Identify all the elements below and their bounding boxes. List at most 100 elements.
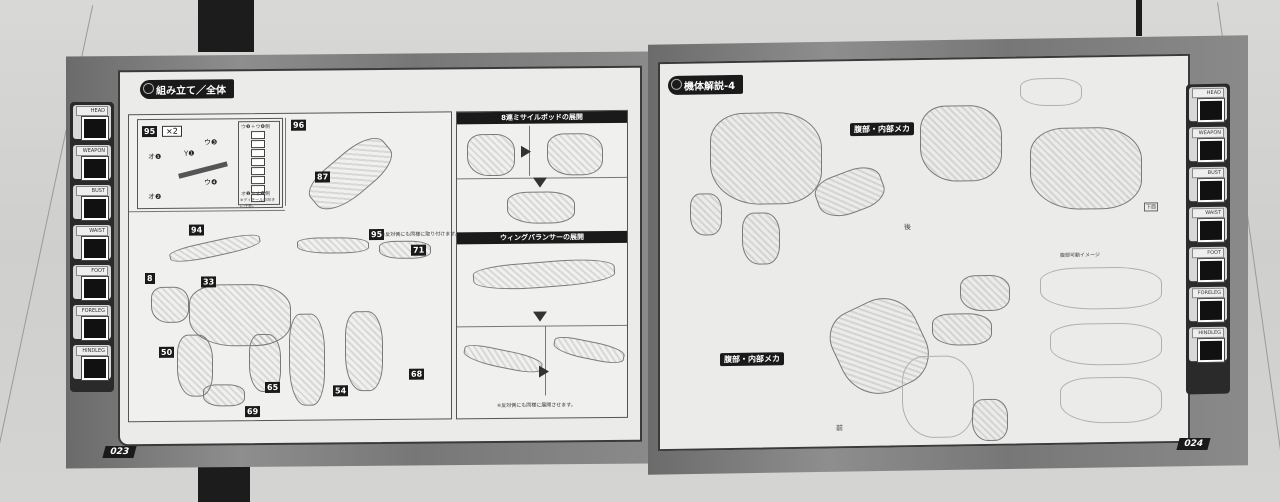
belly-weapon-sketch (203, 384, 245, 407)
part-u4: ウ❹ (204, 178, 218, 187)
part-label-65: 65 (265, 381, 281, 394)
left-page: 組み立て／全体 95 ×2 オ❶ オ❷ Y❶ ウ❸ ウ❹ ウ❸＋ウ❹側 オ❶＋オ… (118, 65, 642, 447)
note-underside: 下面 (1144, 202, 1159, 212)
sidebar-tab-bust[interactable]: BUST (1189, 166, 1227, 204)
part-label-68: 68 (409, 368, 425, 380)
divider (285, 117, 286, 206)
part-label-69: 69 (245, 406, 261, 418)
expansion-panel: 8連ミサイルポッドの展開 ウィングバランサーの展開 ※反対側にも同様に展開させま… (456, 109, 628, 420)
manual-spread: HEAD WEAPON BUST WAIST FOOT FORELEG HIND… (66, 35, 1252, 475)
strip-note: ※ディテールの向きに注意。 (240, 196, 276, 209)
small-unit-sketch (972, 398, 1008, 442)
sidebar-tab-bust[interactable]: BUST (73, 185, 111, 221)
note-motion-image: 腹部可動イメージ (1060, 252, 1100, 259)
tab-label: FOOT (1192, 247, 1224, 259)
tab-label: HEAD (76, 106, 108, 116)
bust-icon (1197, 177, 1225, 204)
motion-sketch-1 (1040, 266, 1162, 311)
part-y1: Y❶ (184, 149, 195, 158)
step-number-95: 95 (142, 125, 158, 138)
torso-sketch (710, 111, 822, 206)
section-title-assembly: 組み立て／全体 (140, 79, 234, 100)
tab-label: FORELEG (76, 306, 108, 316)
part-label-33: 33 (201, 276, 217, 288)
part-sketch-b (742, 212, 780, 265)
missile-pod-title: 8連ミサイルポッドの展開 (457, 110, 627, 125)
tab-label: HINDLEG (76, 346, 108, 356)
caption-abdomen-mech-top: 腹部・内部メカ (850, 122, 914, 137)
strip-header: ウ❸＋ウ❹側 (241, 123, 270, 131)
head-icon (81, 116, 109, 141)
weapon-sketch (168, 230, 262, 267)
head-sketch (151, 286, 189, 323)
wing-after (551, 334, 627, 367)
divider (457, 324, 627, 328)
part-o2: オ❷ (148, 192, 162, 202)
sidebar-tab-weapon[interactable]: WEAPON (1189, 126, 1227, 164)
weapon-icon (1197, 137, 1225, 164)
sidebar-tab-head[interactable]: HEAD (1189, 86, 1227, 124)
tab-label: HINDLEG (1192, 327, 1224, 339)
rail-part (178, 161, 228, 179)
page-number-right: 024 (1176, 438, 1211, 450)
weapon-icon (81, 156, 109, 181)
inner-mech-sketch-2 (1030, 126, 1142, 211)
tab-label: WAIST (1192, 207, 1224, 219)
arrow-right-icon (539, 365, 549, 378)
step-95-box: 95 ×2 オ❶ オ❷ Y❶ ウ❸ ウ❹ ウ❸＋ウ❹側 オ❶＋オ❷側 ※ディテー… (137, 117, 283, 210)
part-label-94: 94 (189, 224, 205, 236)
missile-pod-closed (467, 133, 515, 177)
sidebar-tab-head[interactable]: HEAD (73, 105, 111, 141)
tail-sketch (297, 237, 369, 254)
divider (129, 209, 285, 213)
wing-before (462, 342, 544, 376)
part-sketch-a (690, 193, 722, 236)
part-label-50: 50 (159, 346, 175, 358)
note-95: ※反対側にも同様に取り付けます。 (381, 231, 460, 238)
foot-icon (1197, 257, 1225, 284)
tab-label: BUST (1192, 167, 1224, 179)
sidebar-tab-foreleg[interactable]: FORELEG (73, 305, 111, 341)
section-title-mech-commentary: 機体解説-4 (668, 74, 744, 96)
arrow-down-icon (533, 177, 547, 188)
right-page: 機体解説-4 腹部・内部メカ 下面 腹部可動イメージ 腹部・内部メカ 前 後 (658, 53, 1190, 452)
wing-note: ※反対側にも同様に展開させます。 (497, 402, 576, 409)
note-front: 前 (836, 424, 843, 433)
part-sketch-c (810, 160, 890, 224)
sidebar-tab-hindleg[interactable]: HINDLEG (73, 345, 111, 381)
tab-label: WEAPON (1192, 127, 1224, 139)
hindleg-icon (1197, 337, 1225, 364)
foreleg-icon (1197, 297, 1225, 324)
part-label-54: 54 (333, 385, 349, 397)
missile-pod-rotating (547, 133, 603, 176)
tab-label: WAIST (76, 226, 108, 236)
inner-mech-sketch-1 (920, 104, 1002, 183)
part-label-87: 87 (315, 171, 331, 183)
wing-balancer-title: ウィングバランサーの展開 (457, 230, 627, 245)
sidebar-tab-foreleg[interactable]: FORELEG (1189, 286, 1227, 324)
part-label-71: 71 (411, 244, 427, 256)
black-strap-top (198, 0, 254, 52)
sidebar-tab-hindleg[interactable]: HINDLEG (1189, 326, 1227, 364)
armor-plate-sketch (902, 355, 974, 439)
part-u3: ウ❸ (204, 138, 218, 147)
caption-abdomen-mech-bottom: 腹部・内部メカ (720, 352, 784, 367)
bust-icon (81, 196, 109, 221)
tab-label: FORELEG (1192, 287, 1224, 299)
right-sidebar: HEAD WEAPON BUST WAIST FOOT FORELEG HIND… (1186, 83, 1230, 395)
sidebar-tab-foot[interactable]: FOOT (73, 265, 111, 301)
step-number-96: 96 (291, 119, 307, 131)
foreleg-icon (81, 316, 109, 341)
divider (545, 325, 546, 396)
tab-label: WEAPON (76, 146, 108, 156)
sidebar-tab-weapon[interactable]: WEAPON (73, 145, 111, 181)
black-strap-bottom (198, 466, 250, 502)
sidebar-tab-waist[interactable]: WAIST (1189, 206, 1227, 244)
sidebar-tab-waist[interactable]: WAIST (73, 225, 111, 261)
foot-icon (81, 276, 109, 301)
tab-label: FOOT (76, 266, 108, 276)
hindleg-icon (81, 356, 109, 381)
sidebar-tab-foot[interactable]: FOOT (1189, 246, 1227, 284)
missile-pod-open (507, 191, 575, 224)
note-rear: 後 (904, 223, 911, 232)
